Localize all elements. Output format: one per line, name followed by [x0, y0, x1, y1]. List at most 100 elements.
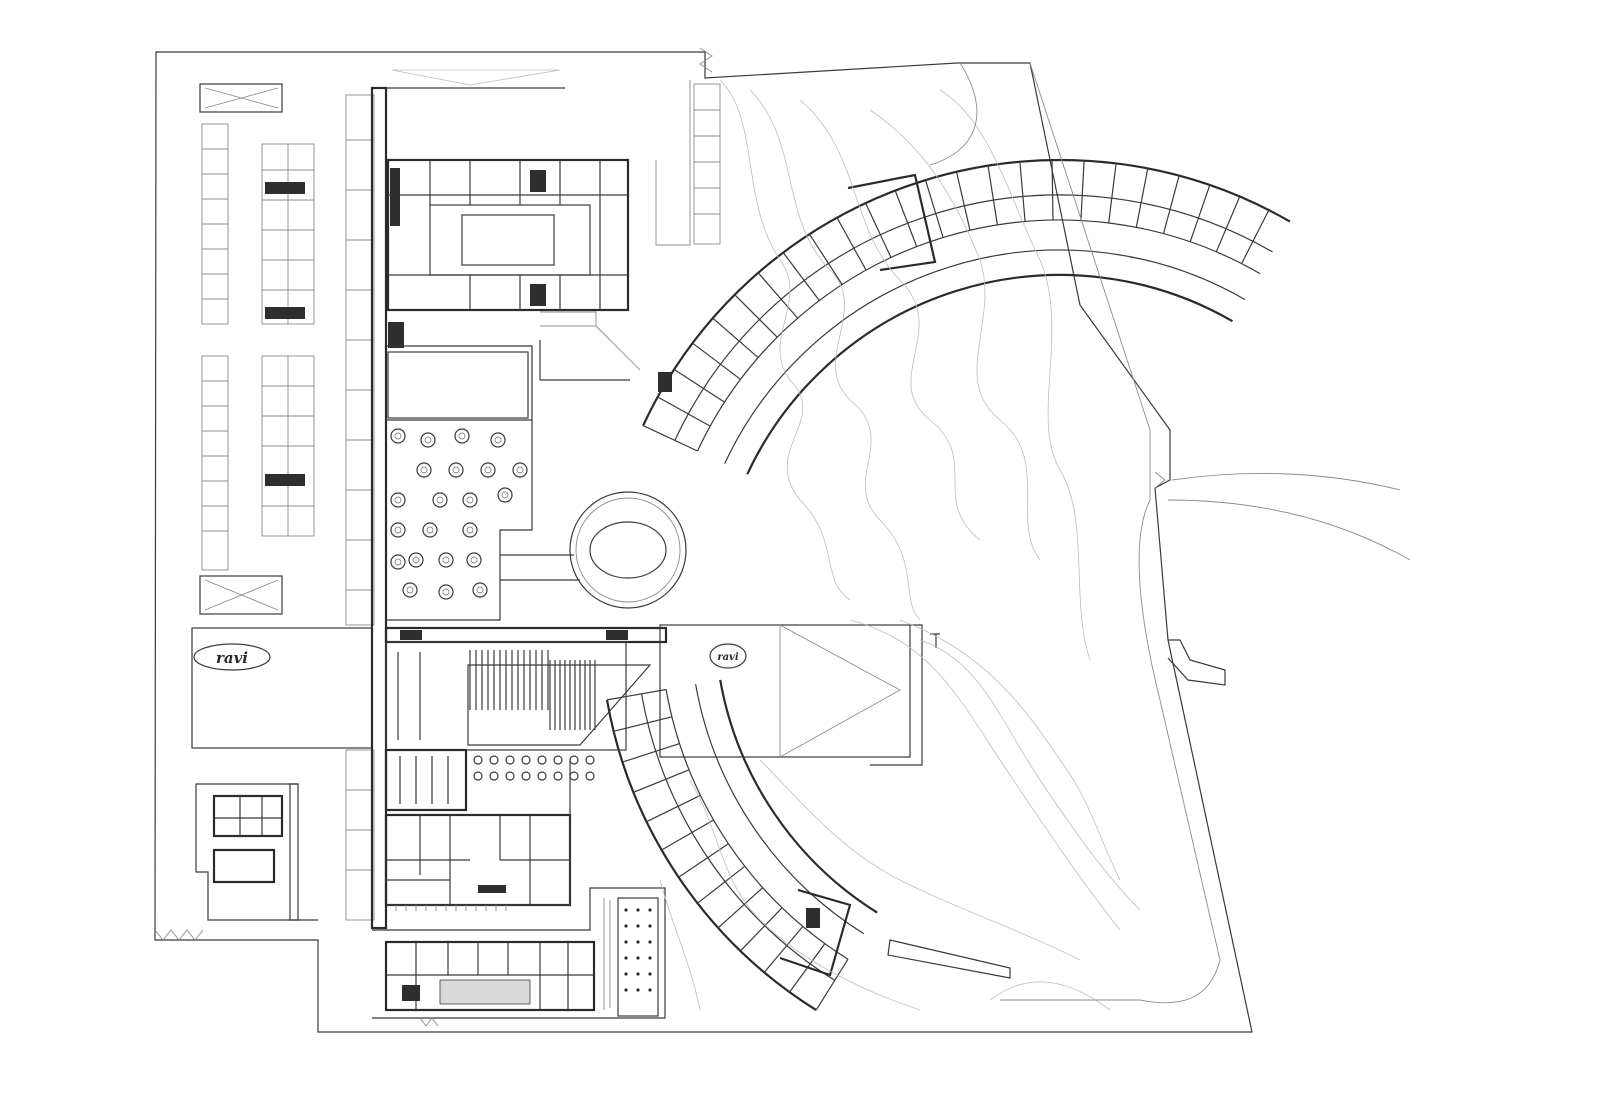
tree-core [412, 556, 420, 564]
room-partition [836, 217, 867, 271]
colonnade [473, 755, 595, 781]
curved-wing [605, 158, 1291, 1012]
tree-core [466, 496, 474, 504]
room-partition [757, 272, 799, 319]
arc-wall [665, 689, 849, 960]
logo-ellipse-left [193, 643, 271, 671]
arc-wall [695, 684, 865, 935]
tree [512, 462, 528, 478]
tree-core [394, 526, 402, 534]
column [521, 755, 531, 765]
grid-dot [624, 956, 628, 960]
grid-dot [636, 956, 640, 960]
arc-wall [724, 249, 1246, 464]
grid-dot [648, 972, 652, 976]
tree [466, 552, 482, 568]
tree [390, 522, 406, 538]
grid-dot [648, 908, 652, 912]
tree-core [394, 496, 402, 504]
room-partition [657, 396, 711, 427]
tree-core [442, 556, 450, 564]
grid-dot [624, 988, 628, 992]
grid-dot [636, 988, 640, 992]
column [553, 771, 563, 781]
grid-dot [648, 940, 652, 944]
tree-core [501, 491, 509, 499]
left-site-edge [289, 783, 439, 1027]
grid-dot [624, 940, 628, 944]
grid-dot [624, 924, 628, 928]
tree [422, 522, 438, 538]
grid-dot [636, 940, 640, 944]
tree-core [406, 586, 414, 594]
garden-trees [390, 428, 528, 600]
room-partition [613, 716, 673, 732]
tree [480, 462, 496, 478]
stair-north [658, 372, 672, 392]
room-partition [740, 907, 783, 952]
column [473, 755, 483, 765]
tree-core [424, 436, 432, 444]
room-partition [894, 190, 918, 247]
perimeter-path [929, 62, 1411, 1004]
footpath [887, 939, 1011, 979]
wing-end-north [847, 173, 937, 272]
room-partition [1215, 196, 1241, 253]
tree-core [516, 466, 524, 474]
room-partition [734, 294, 778, 338]
room-partition [678, 843, 729, 878]
tree [448, 462, 464, 478]
tree [490, 432, 506, 448]
tree-core [452, 466, 460, 474]
grid-dot [648, 924, 652, 928]
room-partition [697, 865, 746, 904]
north-building [370, 69, 721, 930]
tree [438, 584, 454, 600]
room-partition [987, 165, 998, 225]
tree-core [420, 466, 428, 474]
column [505, 771, 515, 781]
tree [408, 552, 424, 568]
room-partition [763, 926, 804, 973]
tree [462, 492, 478, 508]
tree [454, 428, 470, 444]
column [569, 755, 579, 765]
room-partition [815, 958, 849, 1011]
grid-dot [648, 988, 652, 992]
column [537, 771, 547, 781]
tree-core [484, 466, 492, 474]
tree-core [466, 526, 474, 534]
grid-dot [636, 908, 640, 912]
column [537, 755, 547, 765]
column [585, 755, 595, 765]
south-west-building [384, 748, 595, 911]
arc-wall [640, 693, 836, 981]
tree [390, 492, 406, 508]
room-partition [712, 317, 759, 359]
tree [497, 487, 513, 503]
grid-dots [624, 908, 652, 992]
room-partition [808, 233, 843, 285]
contour-lines [659, 79, 1141, 1011]
tree [438, 552, 454, 568]
column [489, 755, 499, 765]
stair-south [806, 908, 820, 928]
room-partition [646, 794, 701, 823]
wing-end-south [779, 888, 852, 977]
column [553, 755, 563, 765]
courtyard [386, 340, 630, 621]
site-boundary [154, 47, 1253, 1033]
room-partition [673, 368, 725, 403]
grid-dot [624, 972, 628, 976]
room-partition [1051, 160, 1054, 221]
tree-core [442, 588, 450, 596]
room-partition [642, 425, 698, 452]
tree [390, 554, 406, 570]
tree-core [494, 436, 502, 444]
arc-wall [642, 158, 1291, 427]
room-partition [1108, 163, 1117, 224]
arc-wall [746, 273, 1234, 475]
room-partition [1189, 184, 1211, 242]
room-partition [1135, 168, 1149, 228]
